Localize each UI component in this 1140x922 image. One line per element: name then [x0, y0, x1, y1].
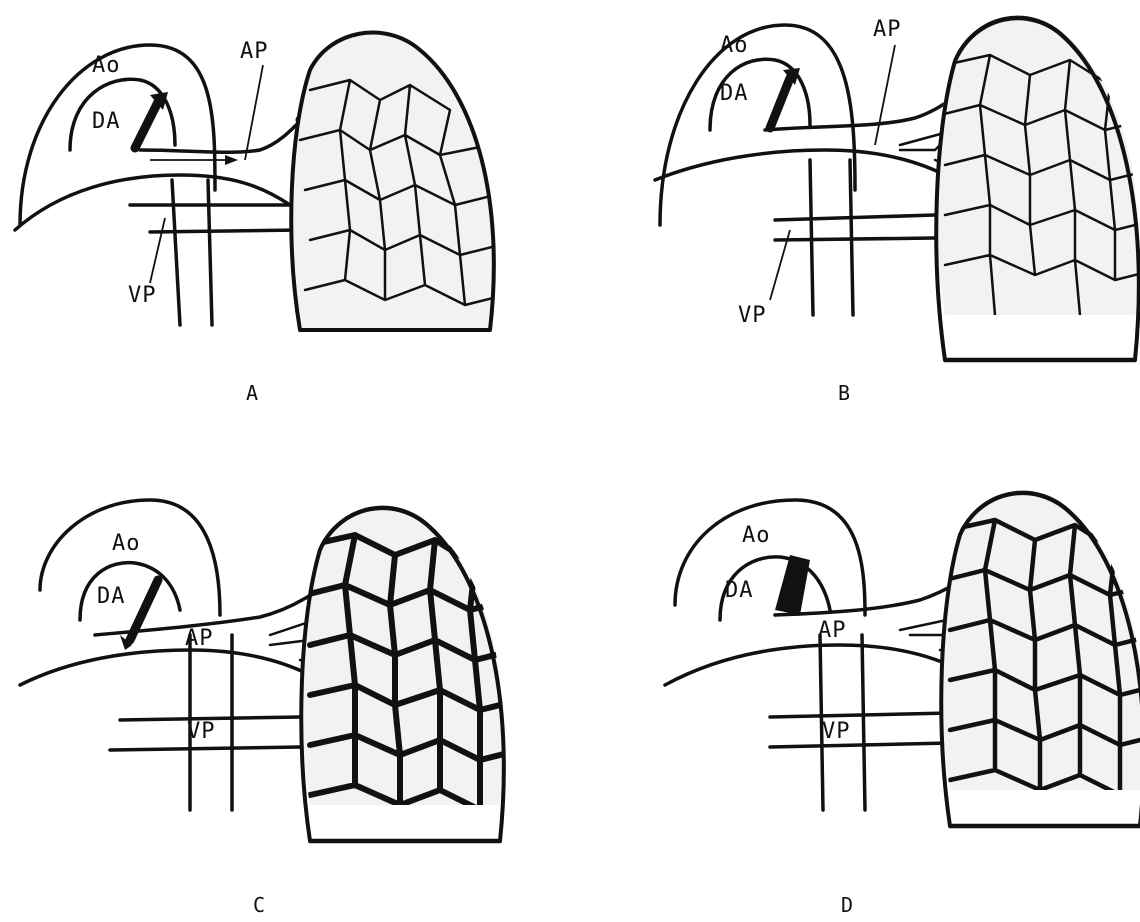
- label-vp: VP: [822, 719, 851, 744]
- lung-d: [941, 493, 1140, 826]
- label-ap: AP: [818, 618, 847, 643]
- panel-caption: B: [838, 381, 850, 405]
- pulmonary-vein-lower: [150, 230, 300, 232]
- label-ap: AP: [185, 626, 214, 651]
- vertical-vessel-1: [810, 160, 813, 315]
- label-ao: Ao: [92, 53, 121, 78]
- aorta-arch: [40, 500, 220, 615]
- vertical-vessel-1: [172, 180, 180, 325]
- ductus-arteriosus: [775, 555, 810, 615]
- pulmonary-vein-lower: [770, 743, 950, 747]
- label-da: DA: [92, 109, 121, 134]
- label-ap: AP: [240, 39, 269, 64]
- label-ap: AP: [873, 17, 902, 42]
- lung-c: [301, 508, 520, 841]
- flow-arrowhead-icon: [225, 155, 238, 165]
- panel-c: Ao DA AP VP C: [20, 500, 520, 917]
- label-da: DA: [725, 578, 754, 603]
- leader-ap: [245, 65, 263, 160]
- pulmonary-vein-upper: [770, 713, 950, 717]
- panel-b: Ao DA AP VP B: [655, 17, 1140, 405]
- lung-a: [291, 33, 505, 330]
- vertical-vessel-2: [862, 635, 865, 810]
- label-ao: Ao: [720, 33, 749, 58]
- panel-caption: A: [246, 381, 258, 405]
- aorta-inner: [80, 563, 180, 620]
- pulmonary-vein-lower: [110, 747, 300, 750]
- panel-caption: D: [841, 893, 853, 917]
- label-vp: VP: [128, 283, 157, 308]
- label-vp: VP: [187, 719, 216, 744]
- panel-d: Ao DA AP VP D: [665, 493, 1140, 917]
- vertical-vessel-2: [208, 180, 212, 325]
- label-ao: Ao: [742, 523, 771, 548]
- lung-b: [936, 18, 1140, 360]
- ductus-arteriosus: [135, 102, 158, 148]
- label-da: DA: [720, 81, 749, 106]
- leader-ap: [875, 45, 895, 145]
- ductus-arteriosus: [770, 78, 790, 128]
- leader-vp: [150, 218, 165, 283]
- pulmonary-vein-upper: [775, 215, 935, 220]
- pulmonary-vein-lower: [775, 238, 935, 240]
- aorta-inner: [70, 79, 175, 150]
- panel-caption: C: [253, 893, 265, 917]
- label-vp: VP: [738, 303, 767, 328]
- vertical-vessel-2: [850, 160, 853, 315]
- label-ao: Ao: [112, 531, 141, 556]
- label-da: DA: [97, 584, 126, 609]
- panel-a: Ao DA AP VP A: [15, 33, 505, 405]
